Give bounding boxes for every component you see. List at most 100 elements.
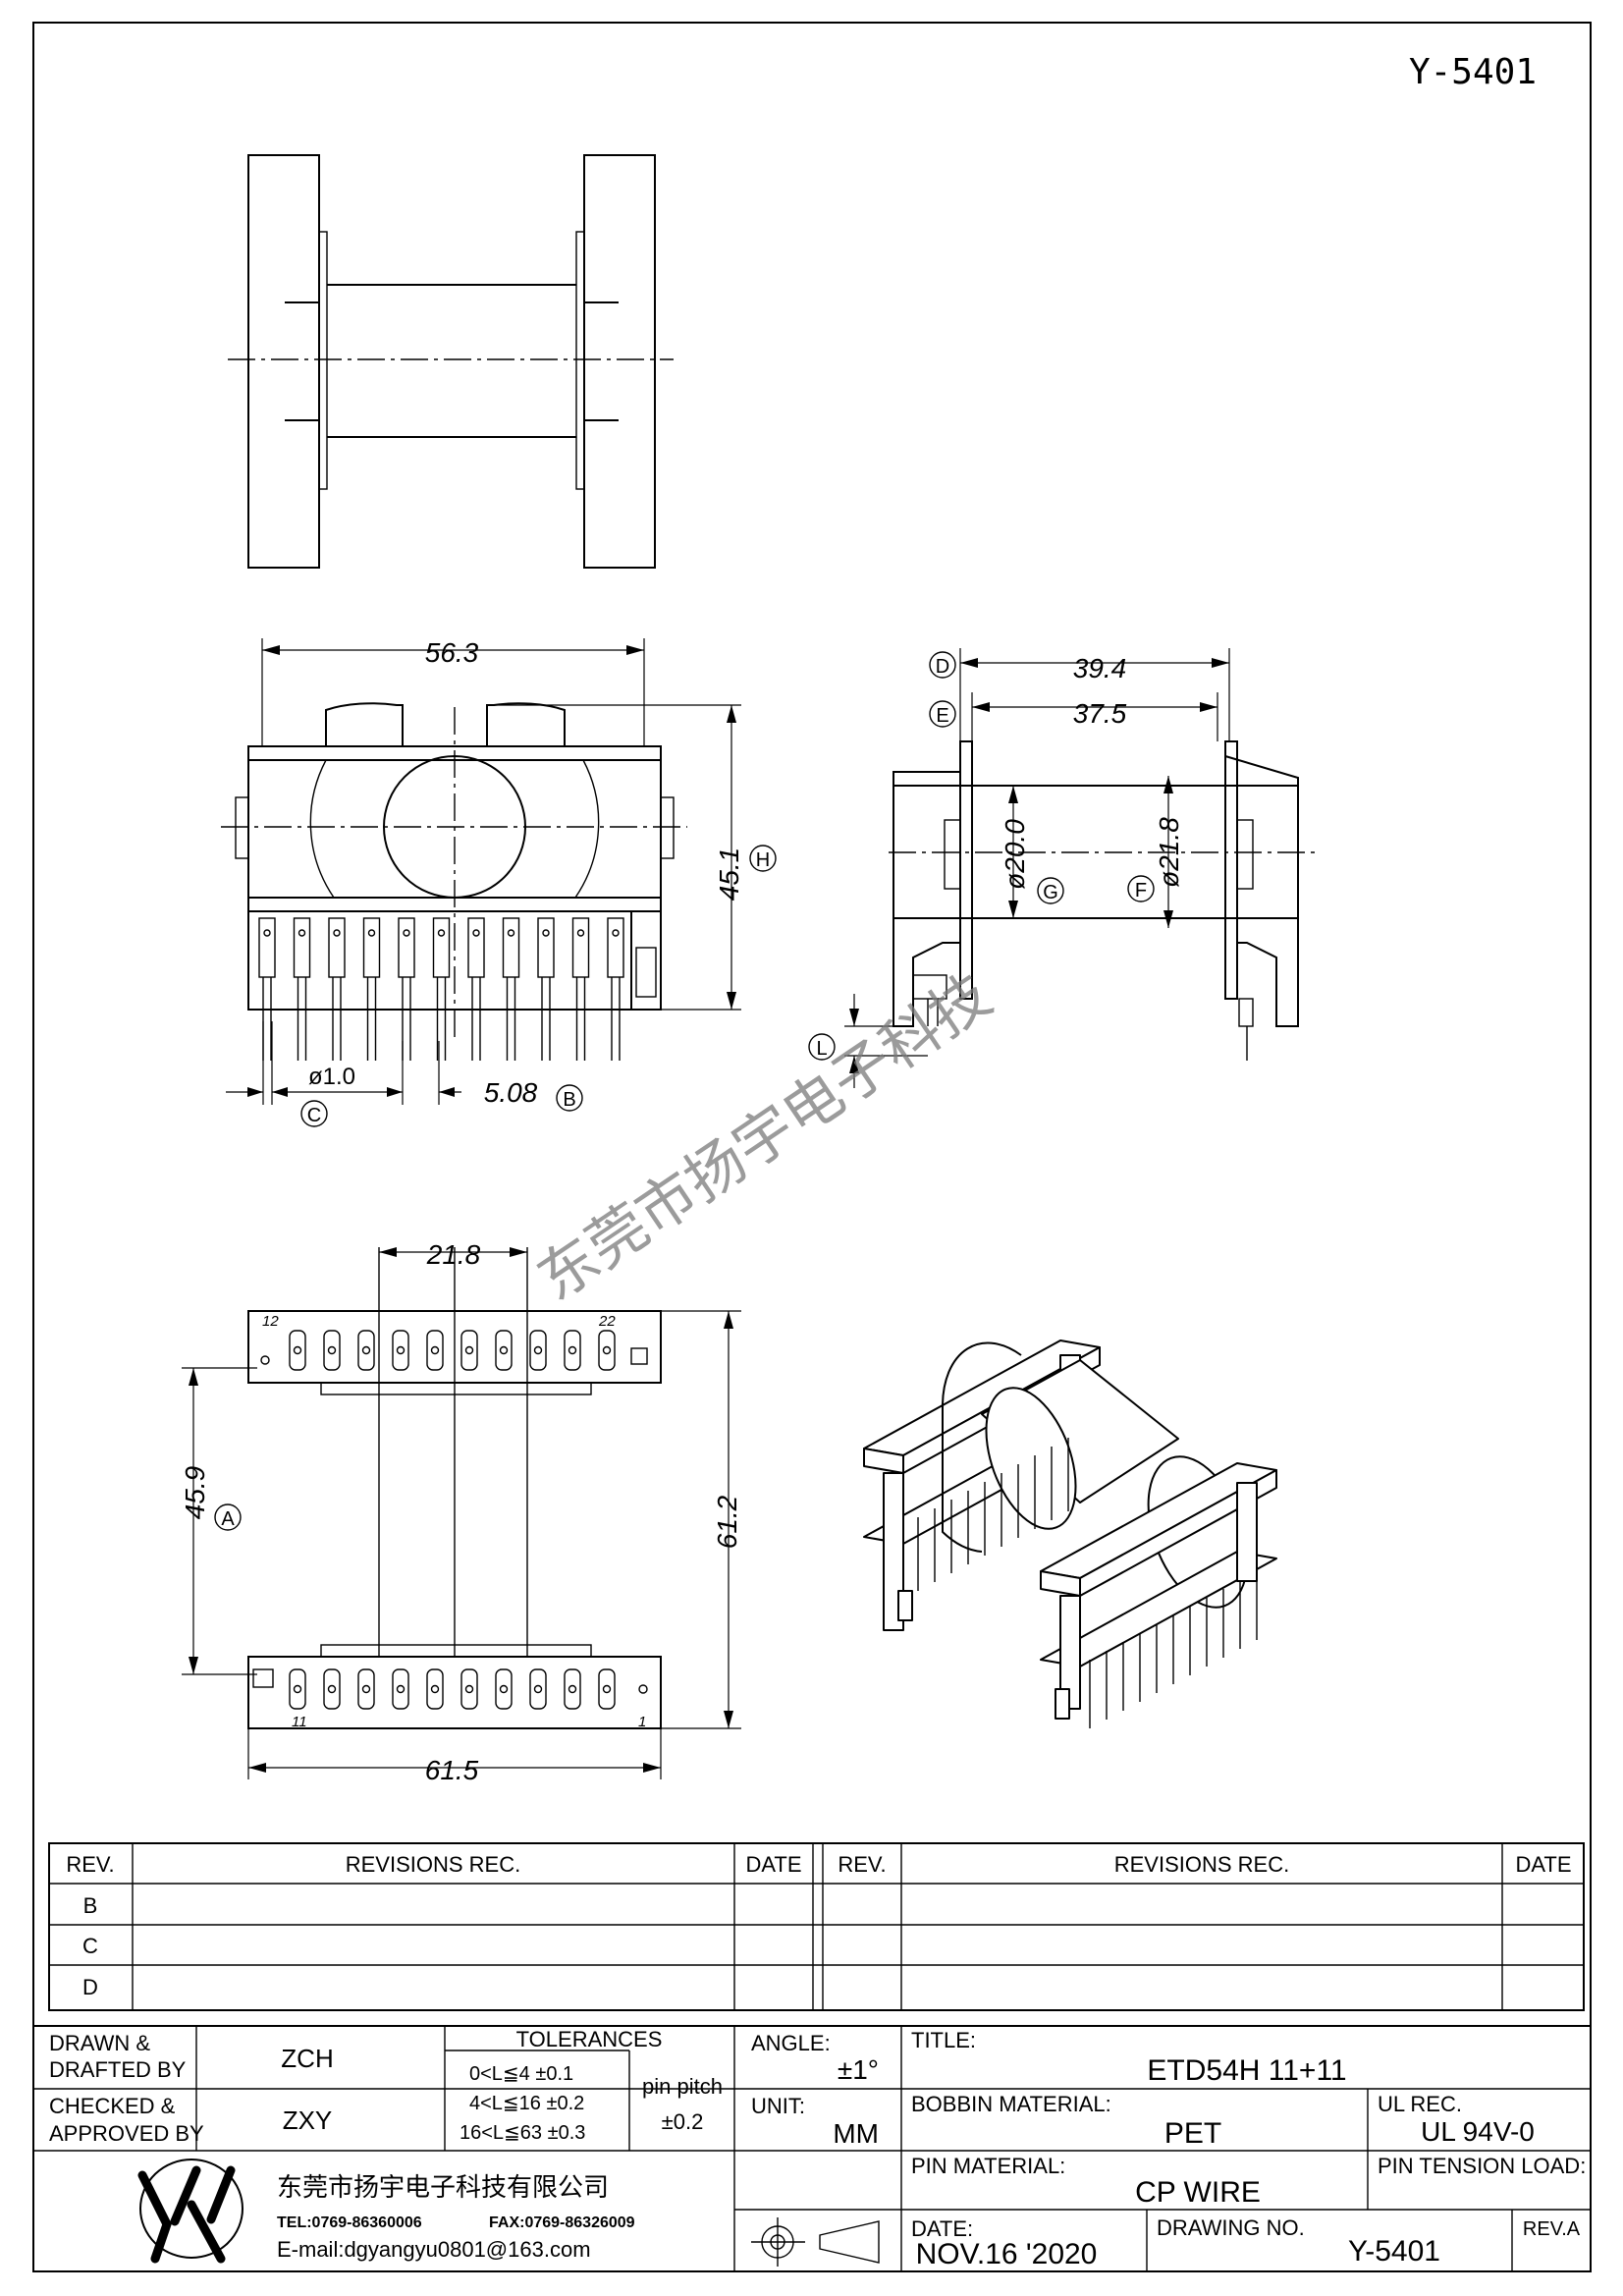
bottom-pin-top-hole: [464, 1345, 474, 1355]
dim-56-3: 56.3: [425, 637, 479, 668]
bottom-pin-top: [426, 1330, 444, 1371]
bottom-pin-bottom-hole: [293, 1684, 302, 1694]
front-pin-post: [607, 917, 624, 978]
label-b: B: [563, 1089, 575, 1111]
label-h: H: [756, 849, 770, 871]
title-value: ETD54H 11+11: [1147, 2054, 1346, 2087]
revisions-header-left: REVISIONS REC.: [346, 1852, 520, 1877]
bottom-pin-top: [460, 1330, 478, 1371]
company-fax: FAX:0769-86326009: [489, 2214, 635, 2231]
rev-row-b: B: [83, 1893, 98, 1918]
date-value: NOV.16 '2020: [916, 2238, 1098, 2270]
front-pin-post: [502, 917, 520, 978]
dim-61-5: 61.5: [425, 1755, 479, 1785]
front-pin-post: [467, 917, 485, 978]
bottom-view-dimensions: [182, 1247, 741, 1779]
bottom-pin-bottom: [426, 1668, 444, 1710]
tolerance-row-1: 0<L≦4 ±0.1: [469, 2063, 573, 2085]
bottom-pin-bottom: [495, 1668, 513, 1710]
dim-dia-21-8: ø21.8: [1154, 817, 1184, 888]
bottom-pin-bottom-hole: [464, 1684, 474, 1694]
bottom-view: [247, 1247, 662, 1729]
tolerance-row-3: 16<L≦63 ±0.3: [460, 2122, 585, 2144]
front-pin-hole: [542, 929, 550, 937]
front-pin-post: [398, 917, 415, 978]
bottom-pin-top: [564, 1330, 581, 1371]
dim-37-5: 37.5: [1073, 698, 1127, 729]
checked-value: ZXY: [283, 2105, 333, 2135]
pin-12-label: 12: [262, 1313, 279, 1330]
bottom-pin-top-hole: [293, 1345, 302, 1355]
label-l: L: [816, 1038, 827, 1060]
bottom-pin-top-hole: [533, 1345, 543, 1355]
label-c-circle: [300, 1100, 328, 1127]
bottom-pin-bottom-hole: [568, 1684, 577, 1694]
revisions-header-right: REVISIONS REC.: [1114, 1852, 1289, 1877]
pin-tension-label: PIN TENSION LOAD:: [1378, 2154, 1586, 2178]
checked-label-1: CHECKED &: [49, 2094, 176, 2118]
label-g-circle: [1037, 877, 1064, 904]
front-pin-hole: [298, 929, 306, 937]
dim-pitch: 5.08: [484, 1077, 538, 1108]
bottom-pin-top: [323, 1330, 341, 1371]
pin-material-value: CP WIRE: [1135, 2176, 1261, 2209]
isometric-view: [863, 1339, 1277, 1720]
pin-material-label: PIN MATERIAL:: [911, 2154, 1065, 2178]
pin-11-label: 11: [292, 1714, 307, 1730]
drawing-no-value: Y-5401: [1348, 2235, 1440, 2268]
unit-value: MM: [833, 2118, 879, 2149]
bottom-pin-bottom: [392, 1668, 409, 1710]
bottom-pin-bottom-hole: [361, 1684, 371, 1694]
tolerances-header: TOLERANCES: [516, 2027, 663, 2051]
front-pin-post: [258, 917, 276, 978]
front-pin-post: [537, 917, 555, 978]
front-pin-post: [293, 917, 311, 978]
front-pin-hole: [472, 929, 480, 937]
bottom-pin-1-hole: [638, 1684, 648, 1694]
front-pin-post: [362, 917, 381, 978]
side-view: [889, 740, 1321, 1061]
bottom-pin-bottom-hole: [430, 1684, 440, 1694]
title-block: [32, 2025, 1592, 2272]
dim-45-9: 45.9: [180, 1466, 210, 1520]
dim-39-4: 39.4: [1073, 653, 1127, 683]
bottom-pin-top-hole: [430, 1345, 440, 1355]
ul-rec-label: UL REC.: [1378, 2092, 1462, 2116]
rev-header-right: REV.: [838, 1852, 886, 1877]
bottom-pin-12-hole: [260, 1355, 270, 1365]
bottom-pin-top-hole: [396, 1345, 406, 1355]
bottom-pin-bottom: [460, 1668, 478, 1710]
front-pin-post: [571, 917, 590, 978]
bottom-pin-bottom-hole: [602, 1684, 612, 1694]
label-l-circle: [808, 1033, 836, 1061]
dim-dia-20: ø20.0: [1000, 819, 1030, 890]
bottom-pin-top-hole: [361, 1345, 371, 1355]
top-view: [228, 154, 674, 569]
dim-61-2: 61.2: [712, 1495, 742, 1549]
bottom-pin-bottom: [289, 1668, 306, 1710]
label-e-circle: [929, 700, 956, 728]
bottom-pin-top: [289, 1330, 306, 1371]
drawn-label-2: DRAFTED BY: [49, 2057, 187, 2082]
label-b-circle: [556, 1084, 583, 1112]
label-a: A: [221, 1508, 235, 1530]
front-view-dimensions: [226, 638, 741, 1105]
checked-label-2: APPROVED BY: [49, 2121, 204, 2146]
label-a-circle: [214, 1503, 242, 1531]
dim-pin-diameter: ø1.0: [308, 1064, 355, 1090]
bottom-pin-bottom: [323, 1668, 341, 1710]
front-pin-hole: [576, 929, 585, 937]
label-h-circle: [749, 845, 777, 872]
bobbin-material-value: PET: [1164, 2117, 1221, 2150]
pin-22-label: 22: [598, 1313, 616, 1330]
label-e: E: [936, 705, 948, 727]
label-d: D: [936, 656, 949, 678]
tolerance-row-2: 4<L≦16 ±0.2: [469, 2093, 584, 2114]
front-pin-hole: [612, 929, 620, 937]
rev-a-label: REV.A: [1523, 2218, 1581, 2240]
bottom-pin-top: [357, 1330, 375, 1371]
bottom-pin-bottom: [564, 1668, 581, 1710]
angle-value: ±1°: [838, 2054, 879, 2085]
rev-row-d: D: [82, 1975, 98, 1999]
